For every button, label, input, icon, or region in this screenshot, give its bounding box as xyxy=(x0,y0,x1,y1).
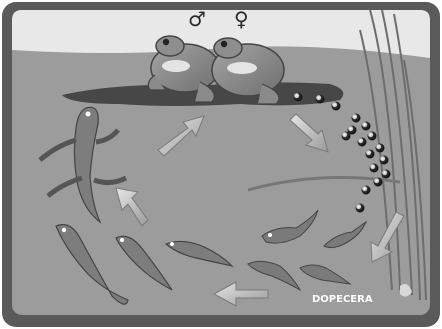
female-symbol: ♀ xyxy=(234,7,249,31)
brand-logo-text: DOPECERA xyxy=(312,294,373,305)
male-symbol: ♂ xyxy=(188,7,206,31)
